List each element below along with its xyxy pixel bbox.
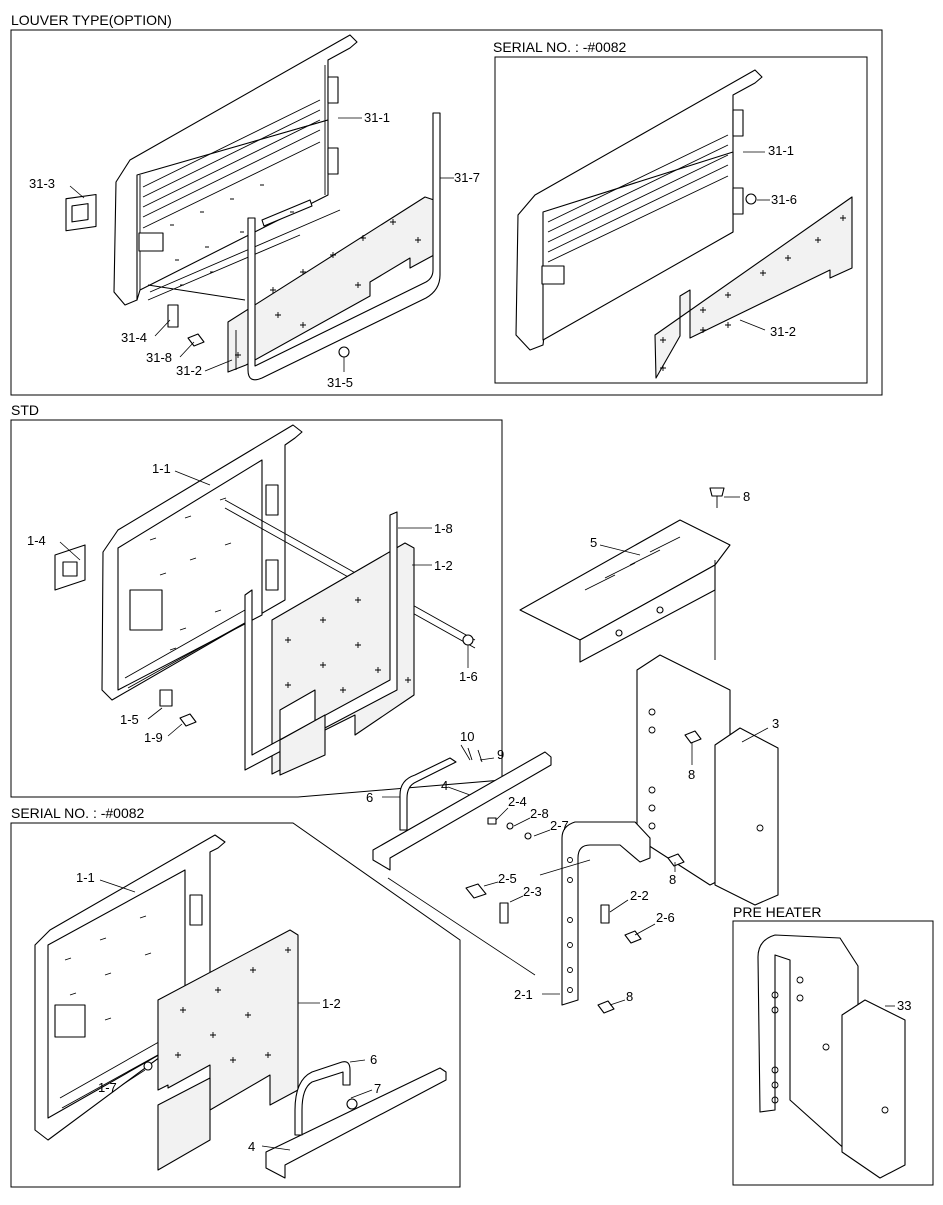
label-31-8: 31-8 (146, 350, 172, 365)
label-2-5: 2-5 (498, 871, 517, 886)
std-frame (10, 419, 503, 798)
label-1-4: 1-4 (27, 533, 46, 548)
label-1-1-serial: 1-1 (76, 870, 95, 885)
label-8-bottom: 8 (626, 989, 633, 1004)
std-door-assembly (54, 424, 476, 701)
bracket-5 (519, 487, 731, 663)
label-6-center: 6 (366, 790, 373, 805)
label-6-serial: 6 (370, 1052, 377, 1067)
label-2-3: 2-3 (523, 884, 542, 899)
section-frames (10, 29, 934, 1188)
louver-small-parts (65, 193, 350, 358)
label-1-2-std: 1-2 (434, 558, 453, 573)
serial-std-frame (10, 822, 461, 1188)
louver-door-assembly (113, 34, 358, 306)
label-2-8: 2-8 (530, 806, 549, 821)
label-3: 3 (772, 716, 779, 731)
label-2-4: 2-4 (508, 794, 527, 809)
label-31-3: 31-3 (29, 176, 55, 191)
louver-bracket-31-7 (247, 112, 441, 381)
serial-louver-door (515, 69, 853, 379)
label-31-2-serial: 31-2 (770, 324, 796, 339)
header-pre-heater: PRE HEATER (733, 904, 822, 920)
label-31-2-louver: 31-2 (176, 363, 202, 378)
label-31-1-serial: 31-1 (768, 143, 794, 158)
label-33: 33 (897, 998, 911, 1013)
label-8-lower: 8 (669, 872, 676, 887)
leader-lines (59, 117, 895, 1151)
label-1-9: 1-9 (144, 730, 163, 745)
header-louver-type: LOUVER TYPE(OPTION) (11, 12, 172, 28)
label-1-1-std: 1-1 (152, 461, 171, 476)
louver-type-frame (10, 29, 883, 396)
header-serial-louver: SERIAL NO. : -#0082 (493, 39, 627, 55)
label-31-7: 31-7 (454, 170, 480, 185)
label-2-1: 2-1 (514, 987, 533, 1002)
label-31-4: 31-4 (121, 330, 147, 345)
label-1-2-serial: 1-2 (322, 996, 341, 1011)
label-7: 7 (374, 1081, 381, 1096)
label-4-center: 4 (441, 778, 448, 793)
label-8-top: 8 (743, 489, 750, 504)
label-1-6: 1-6 (459, 669, 478, 684)
label-1-5: 1-5 (120, 712, 139, 727)
serial-louver-frame (494, 56, 868, 384)
serial-std-panel-1-2 (157, 929, 447, 1179)
part-labels: 31-1 31-7 31-3 31-4 31-8 31-2 31-5 31-1 … (27, 110, 911, 1154)
label-4-serial: 4 (248, 1139, 255, 1154)
bracket-3 (636, 654, 779, 906)
label-1-7: 1-7 (98, 1080, 117, 1095)
label-10: 10 (460, 729, 474, 744)
label-2-6: 2-6 (656, 910, 675, 925)
louver-panel-31-2 (227, 196, 435, 373)
label-31-6: 31-6 (771, 192, 797, 207)
header-std: STD (11, 402, 39, 418)
label-2-7: 2-7 (550, 818, 569, 833)
label-31-5: 31-5 (327, 375, 353, 390)
bracket-4-and-parts (372, 747, 651, 1014)
std-panel-1-2 (159, 511, 474, 776)
label-2-2: 2-2 (630, 888, 649, 903)
label-9: 9 (497, 747, 504, 762)
label-8-middle: 8 (688, 767, 695, 782)
pre-heater-bracket-33 (757, 934, 906, 1179)
serial-std-door (34, 834, 226, 1141)
header-serial-std: SERIAL NO. : -#0082 (11, 805, 145, 821)
pre-heater-frame (732, 920, 934, 1186)
label-5: 5 (590, 535, 597, 550)
label-31-1-louver: 31-1 (364, 110, 390, 125)
label-1-8: 1-8 (434, 521, 453, 536)
